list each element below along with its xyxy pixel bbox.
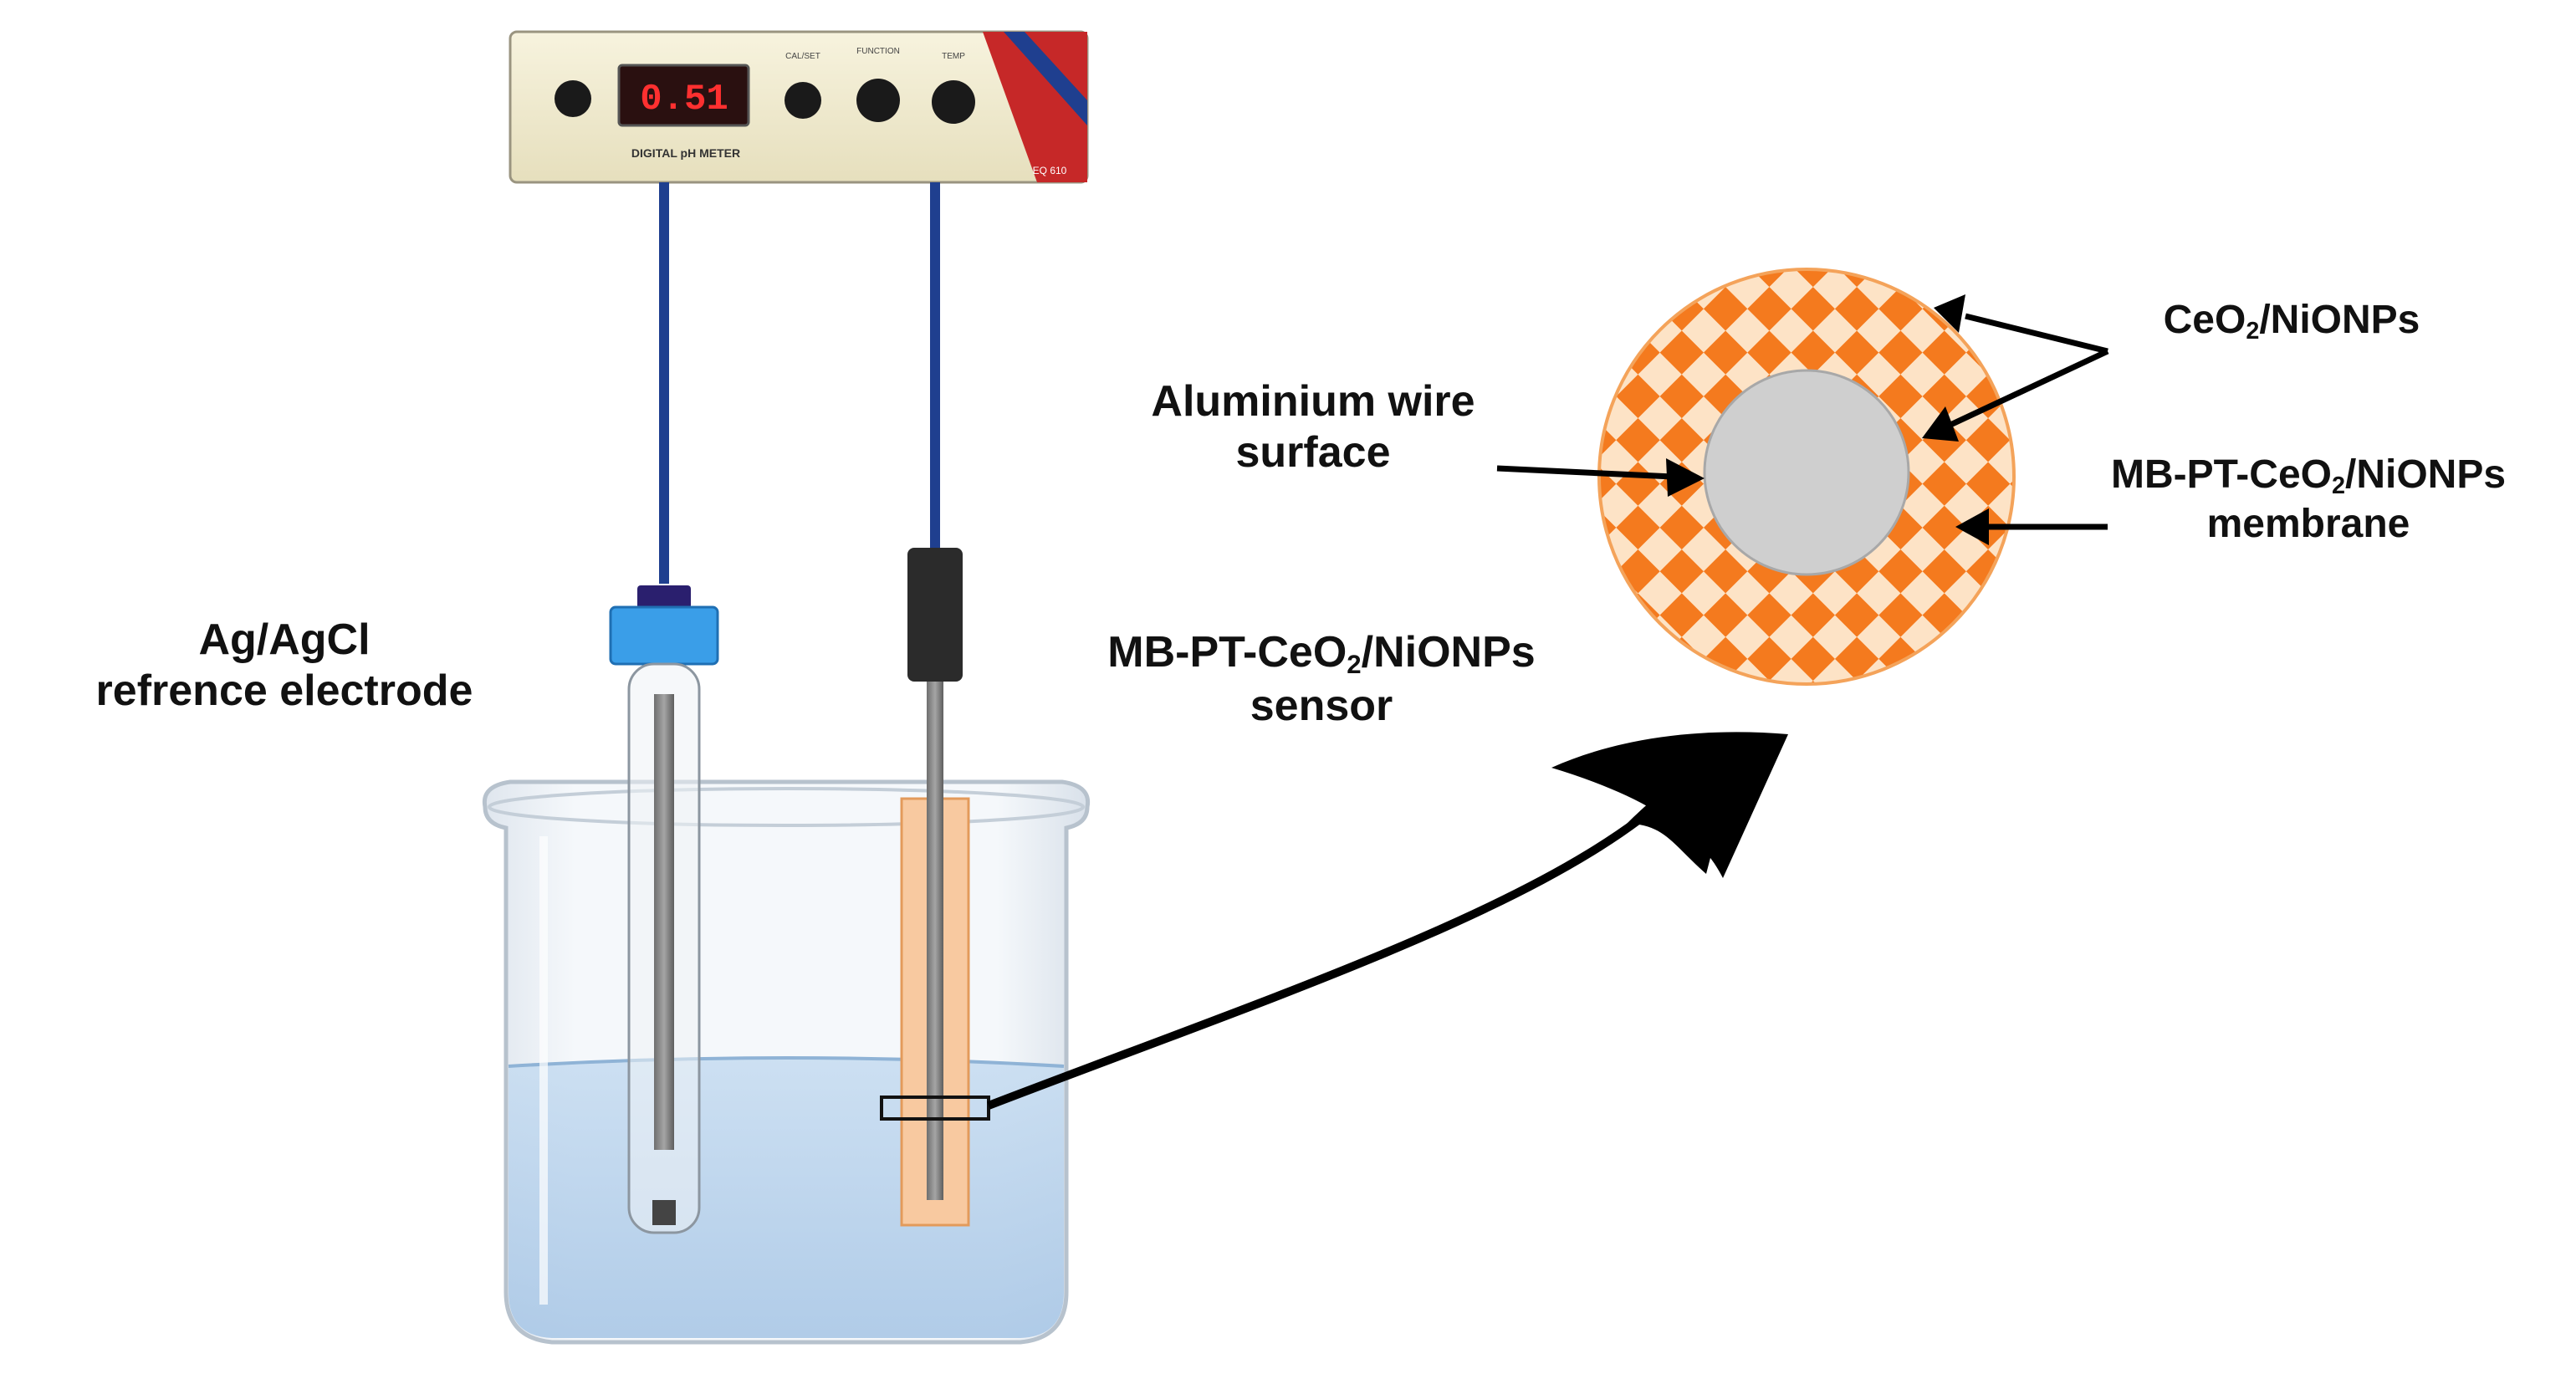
aluminium-wire-label: Aluminium wire surface (1062, 376, 1564, 479)
np-pointer-head-1 (1934, 294, 1965, 333)
wire-pointer-head (1666, 458, 1705, 497)
function-knob[interactable] (856, 79, 900, 122)
membrane-label-line1: MB-PT-CeO2/NiONPs (2110, 452, 2507, 500)
wire-label-line1: Aluminium wire (1151, 377, 1475, 426)
reference-electrode-label: Ag/AgCl refrence electrode (13, 615, 556, 718)
sensor-handle (907, 548, 963, 682)
reference-cap-top (637, 585, 691, 609)
meter-accent-stripe (983, 32, 1087, 182)
reference-rod (654, 694, 674, 1150)
cross-section (1597, 268, 2016, 686)
beaker (482, 779, 1091, 1345)
pointer-arrows (1496, 294, 2109, 545)
meter-display-value: 0.51 (640, 79, 728, 120)
meter-accent-stripe-blue (1004, 32, 1087, 125)
reference-cap (609, 605, 719, 666)
meter-display (617, 64, 750, 127)
reference-label-line1: Ag/AgCl (198, 615, 371, 664)
knob-label-3: TEMP (942, 52, 965, 61)
reference-cable (659, 182, 669, 584)
membrane-label-line2: membrane (2206, 502, 2410, 547)
ph-meter: 0.51 DIGITAL pH METER CAL/SET FUNCTION T… (509, 30, 1089, 184)
np-pointer-line-2 (1949, 348, 2109, 428)
sensor-label-line2: sensor (1250, 681, 1393, 730)
cables (659, 182, 940, 584)
power-knob[interactable] (555, 80, 591, 117)
wire-pointer-line (1496, 465, 1674, 480)
meter-device-label: DIGITAL pH METER (631, 146, 740, 160)
sensor-label: MB-PT-CeO2/NiONPs sensor (1004, 627, 1639, 732)
np-pointer-head-2 (1922, 406, 1959, 442)
meter-brand-label: EQ 610 (1033, 165, 1067, 176)
sensor-cross-section-marker (880, 1096, 990, 1121)
beaker-rim (488, 787, 1085, 827)
solution (509, 1058, 1064, 1338)
temp-knob[interactable] (932, 80, 975, 124)
reference-label-line2: refrence electrode (95, 667, 473, 716)
sensor-label-line1: MB-PT-CeO2/NiONPs (1107, 628, 1536, 679)
membrane-pointer-head (1955, 508, 1989, 545)
solution-surface (508, 1056, 1065, 1068)
cal-knob[interactable] (785, 82, 821, 119)
knob-label-2: FUNCTION (856, 47, 900, 56)
sensor-cable (930, 182, 940, 550)
membrane-label: MB-PT-CeO2/NiONPs membrane (2053, 452, 2563, 549)
np-pointer-line-1 (1965, 313, 2108, 355)
knob-label-1: CAL/SET (785, 52, 820, 61)
magnify-arrow-shaft (987, 815, 1642, 1110)
magnify-arrow (987, 732, 1788, 1110)
magnify-arrow-head (1551, 732, 1788, 878)
aluminium-wire-core (1703, 369, 1910, 576)
reference-junction (652, 1200, 676, 1225)
wire-label-line2: surface (1235, 428, 1391, 478)
sensor-wire (927, 682, 943, 1200)
reference-electrode (609, 585, 719, 1234)
nanoparticles-label: CeO2/NiONPs (2163, 298, 2420, 345)
sensor-electrode (880, 548, 990, 1227)
membrane-ring-edge (1597, 268, 2016, 686)
